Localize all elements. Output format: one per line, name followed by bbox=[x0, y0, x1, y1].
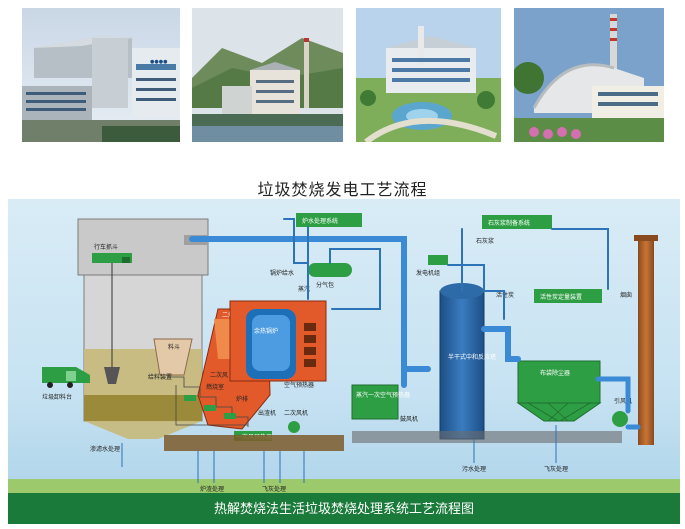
label-combustion: 燃烧室 bbox=[206, 383, 224, 391]
label-activated: 活性炭 bbox=[496, 291, 514, 299]
feed-hopper: 料斗 给料装置 bbox=[148, 338, 193, 381]
crane-grab: 行车抓斗 bbox=[92, 243, 132, 384]
label-fly-ash: 飞灰处理 bbox=[544, 465, 568, 473]
label-grate: 炉排 bbox=[236, 395, 248, 403]
svg-text:●●●●: ●●●● bbox=[150, 59, 168, 65]
label-lime-prep: 石灰浆制备系统 bbox=[488, 219, 530, 227]
diagram-bottom-title: 热解焚烧法生活垃圾焚烧处理系统工艺流程图 bbox=[214, 502, 474, 517]
ground-channel bbox=[164, 435, 344, 451]
steam-air-preheater: 蒸汽一次空气预热器 鼓风机 bbox=[351, 384, 418, 423]
label-slag-treatment: 炉渣处理 bbox=[200, 485, 224, 493]
label-reactor: 半干式中和反应塔 bbox=[448, 353, 496, 361]
waste-heat-boiler: 余热锅炉 空气预热器 bbox=[229, 300, 327, 389]
label-slag: 出渣机 bbox=[258, 409, 276, 417]
grate bbox=[168, 376, 249, 427]
page-title: 垃圾焚烧发电工艺流程 bbox=[257, 180, 428, 199]
label-feed-water: 锅炉给水 bbox=[270, 269, 294, 277]
title-band bbox=[8, 493, 680, 524]
label-air-preheater: 空气预热器 bbox=[284, 381, 314, 389]
label-water-treatment: 炉水处理系统 bbox=[302, 217, 338, 225]
label-feeder: 给料装置 bbox=[148, 373, 172, 381]
bag-filter: 布袋除尘器 bbox=[516, 360, 602, 422]
label-ash-treatment: 飞灰处理 bbox=[262, 485, 286, 493]
activated-carbon-box bbox=[534, 289, 602, 303]
label-crane: 行车抓斗 bbox=[94, 243, 118, 251]
generator: 发电机组 bbox=[416, 255, 448, 277]
label-boiler: 余热锅炉 bbox=[254, 327, 278, 335]
waste-bunker bbox=[77, 218, 209, 439]
label-fan: 引风机 bbox=[614, 397, 632, 405]
label-preheater-box: 蒸汽一次空气预热器 bbox=[356, 391, 410, 399]
label-generator: 发电机组 bbox=[416, 269, 440, 277]
label-induced-fan: 鼓风机 bbox=[400, 415, 418, 423]
label-secondary-fan: 二次风机 bbox=[284, 409, 308, 417]
chimney: 烟囱 bbox=[620, 235, 658, 445]
label-waste-water: 污水处理 bbox=[462, 465, 486, 473]
label-feed-hopper: 料斗 bbox=[168, 343, 180, 351]
plant-photo-1: ●●●● bbox=[22, 8, 180, 142]
label-chimney: 烟囱 bbox=[620, 291, 632, 299]
plant-photo-4 bbox=[514, 8, 664, 142]
water-treatment-box bbox=[296, 213, 362, 227]
label-activated-carbon: 活性炭定量装置 bbox=[540, 293, 582, 301]
plant-photo-3 bbox=[356, 8, 501, 142]
label-lime: 石灰浆 bbox=[476, 237, 494, 245]
plant-photo-2 bbox=[192, 8, 343, 142]
lime-prep-box bbox=[482, 215, 552, 229]
process-flow-diagram: 行车抓斗 垃圾卸料台 渗滤水处理 料斗 给料装置 二燃室 二次风 燃烧室 炉排 … bbox=[8, 199, 680, 524]
label-steam-line: 蒸汽 bbox=[298, 285, 310, 293]
garbage-truck: 垃圾卸料台 bbox=[42, 367, 90, 401]
pipelines bbox=[189, 218, 641, 430]
discharge-lines bbox=[121, 425, 557, 483]
label-truck: 垃圾卸料台 bbox=[42, 393, 72, 401]
steam-drum: 分气包 bbox=[308, 263, 352, 289]
label-bunker-water: 渗滤水处理 bbox=[90, 445, 120, 453]
induced-draft-fan: 引风机 bbox=[612, 397, 632, 427]
label-secondary-air: 二次风 bbox=[210, 371, 228, 379]
label-steam-drum: 分气包 bbox=[316, 281, 334, 289]
ground-channel-right bbox=[352, 431, 622, 443]
label-bag-filter: 布袋除尘器 bbox=[540, 369, 570, 377]
